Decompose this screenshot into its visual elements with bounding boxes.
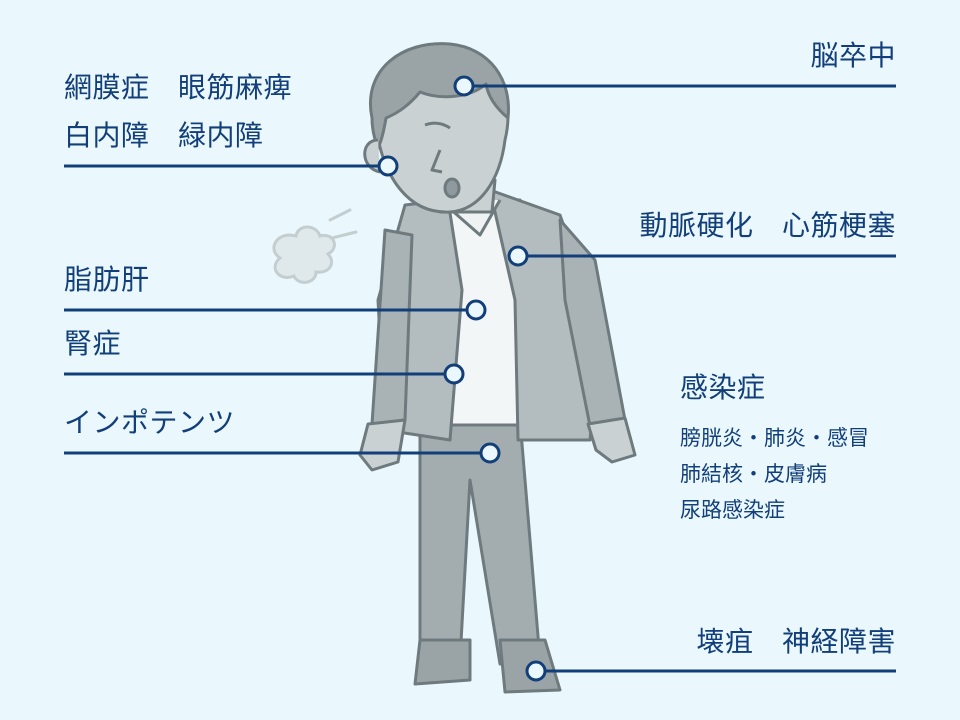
eye-label-line1: 網膜症 眼筋麻痺 <box>64 71 293 104</box>
marker-liver <box>465 299 487 321</box>
man-figure <box>358 42 637 694</box>
marker-artery <box>507 245 529 267</box>
marker-groin <box>479 442 501 464</box>
marker-foot <box>525 660 547 682</box>
liver-label: 脂肪肝 <box>64 263 150 296</box>
breath-puff-icon <box>272 208 358 284</box>
eye-label-line2: 白内障 緑内障 <box>64 119 264 152</box>
foot-label: 壊疽 神経障害 <box>696 625 896 658</box>
infection-sub-3: 尿路感染症 <box>680 498 785 522</box>
artery-label: 動脈硬化 心筋梗塞 <box>639 209 896 242</box>
infection-sub-1: 膀胱炎・肺炎・感冒 <box>680 426 869 450</box>
impotence-label: インポテンツ <box>64 406 236 439</box>
infection-sub-2: 肺結核・皮膚病 <box>680 462 827 486</box>
marker-kidney <box>443 363 465 385</box>
markers <box>377 75 547 682</box>
marker-head <box>453 75 475 97</box>
leader-lines <box>64 84 896 673</box>
marker-eye <box>377 155 399 177</box>
infection-label: 感染症 <box>680 371 766 404</box>
kidney-label: 腎症 <box>64 327 122 360</box>
stroke-label: 脳卒中 <box>810 39 896 72</box>
